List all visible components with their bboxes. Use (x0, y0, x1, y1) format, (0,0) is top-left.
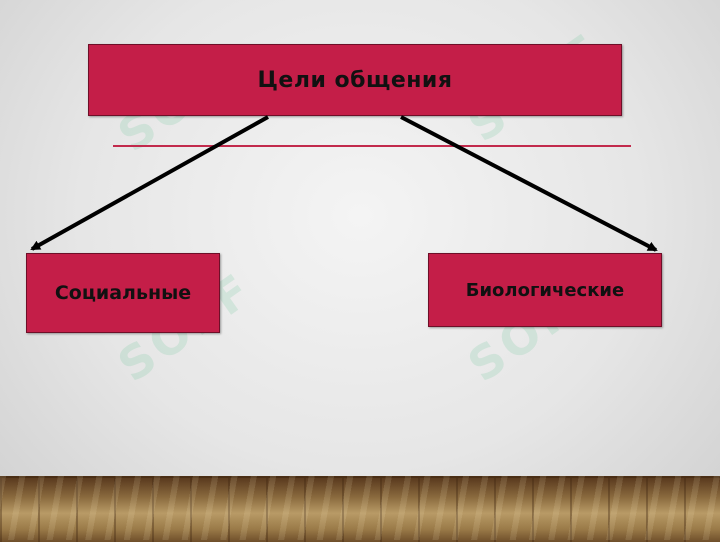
arrow-to-social (30, 115, 269, 251)
biological-goals-box: Биологические (428, 253, 662, 327)
wooden-floor-texture (0, 476, 720, 540)
title-divider-line (113, 145, 631, 147)
goals-title-label: Цели общения (257, 67, 453, 93)
social-goals-box: Социальные (26, 253, 220, 333)
goals-title-box: Цели общения (88, 44, 622, 116)
wooden-floor (0, 476, 720, 542)
biological-goals-label: Биологические (465, 279, 625, 301)
social-goals-label: Социальные (54, 282, 192, 304)
arrow-to-biological (400, 115, 658, 252)
